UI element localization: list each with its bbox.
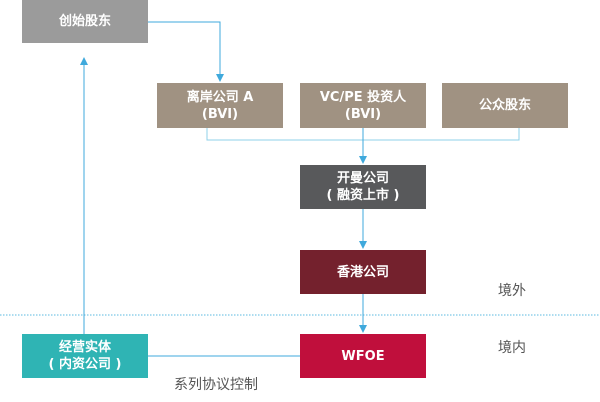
node-offshore-a-label: 离岸公司 A — [186, 89, 254, 105]
node-hk: 香港公司 — [300, 250, 426, 294]
node-founders-label: 创始股东 — [58, 14, 111, 29]
node-public-label: 公众股东 — [478, 98, 531, 113]
edge-founders-offshore-a — [148, 21, 224, 82]
node-offshore-a: 离岸公司 A (BVI) — [157, 83, 283, 128]
node-vcpe: VC/PE 投资人 (BVI) — [300, 83, 426, 128]
node-wfoe-label: WFOE — [341, 348, 385, 364]
label-vie-agreements: 系列协议控制 — [174, 377, 258, 393]
node-public: 公众股东 — [442, 83, 568, 128]
node-cayman-sublabel: ( 融资上市 ) — [326, 188, 400, 203]
label-onshore: 境内 — [498, 340, 526, 356]
node-cayman: 开曼公司 ( 融资上市 ) — [300, 165, 426, 209]
node-cayman-label: 开曼公司 — [336, 171, 389, 186]
node-wfoe: WFOE — [300, 334, 426, 378]
node-hk-label: 香港公司 — [336, 264, 389, 280]
node-opco: 经营实体 ( 内资公司 ) — [22, 334, 148, 378]
label-offshore: 境外 — [498, 283, 526, 299]
node-vcpe-label: VC/PE 投资人 — [319, 89, 407, 105]
node-offshore-a-sublabel: (BVI) — [201, 106, 239, 122]
node-founders: 创始股东 — [22, 0, 148, 43]
node-opco-sublabel: ( 内资公司 ) — [48, 357, 122, 372]
node-vcpe-sublabel: (BVI) — [344, 106, 382, 122]
node-opco-label: 经营实体 — [58, 340, 111, 355]
